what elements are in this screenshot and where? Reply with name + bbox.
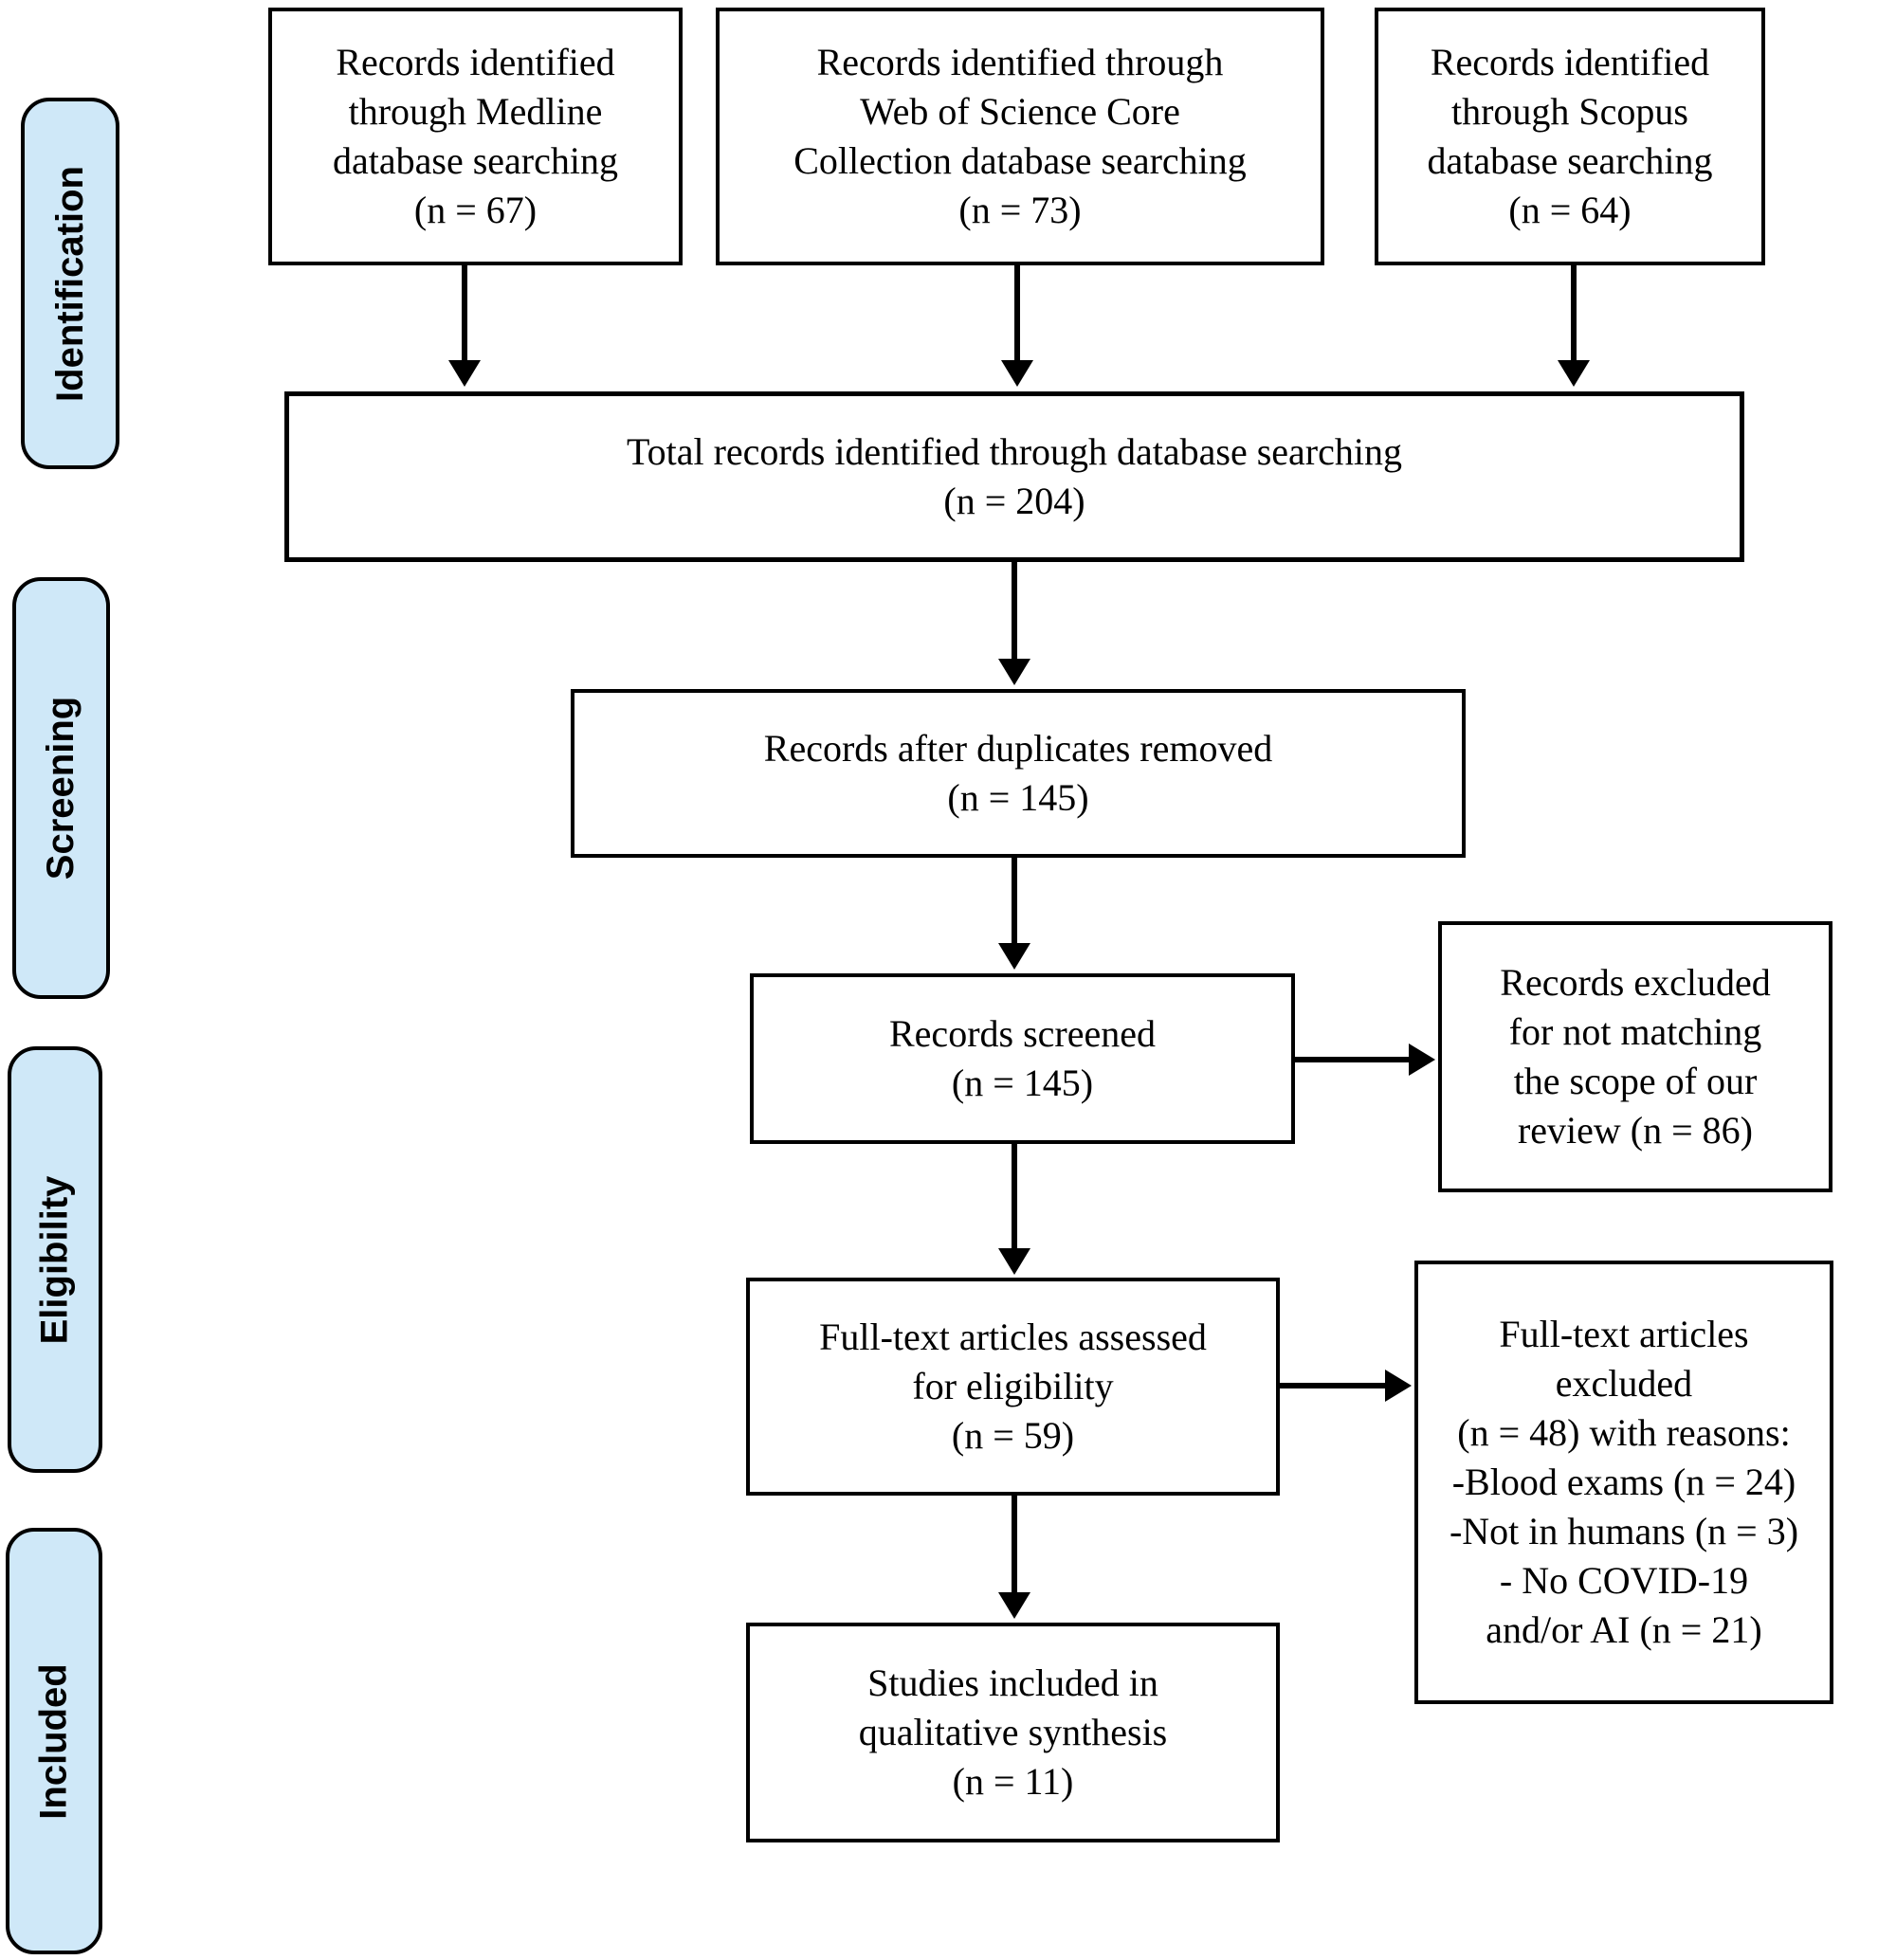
box-fulltext-excluded: Full-text articles excluded (n = 48) wit…	[1414, 1261, 1833, 1704]
arrow-screened-to-excluded	[1295, 1044, 1435, 1076]
stage-identification: Identification	[21, 98, 119, 469]
box-records-screened: Records screened (n = 145)	[750, 973, 1295, 1144]
arrow-fulltext-to-excluded	[1280, 1370, 1412, 1402]
arrow-head	[998, 943, 1030, 970]
stage-included: Included	[6, 1528, 102, 1954]
arrow-head	[998, 1248, 1030, 1275]
arrow-shaft	[1012, 858, 1017, 945]
box-after-duplicates: Records after duplicates removed (n = 14…	[571, 689, 1466, 858]
arrow-head	[1001, 360, 1033, 387]
arrow-web-of-science-to-total	[1001, 265, 1033, 387]
arrow-screened-to-fulltext	[998, 1144, 1030, 1275]
arrow-head	[448, 360, 481, 387]
arrow-total-to-duplicates	[998, 562, 1030, 685]
box-total-records: Total records identified through databas…	[284, 391, 1744, 562]
arrow-head	[1385, 1370, 1412, 1402]
box-records-excluded-screening: Records excluded for not matching the sc…	[1438, 921, 1832, 1192]
arrow-shaft	[1012, 1144, 1017, 1250]
box-medline-records: Records identified through Medline datab…	[268, 8, 683, 265]
arrow-head	[998, 659, 1030, 685]
box-scopus-records: Records identified through Scopus databa…	[1375, 8, 1765, 265]
arrow-head	[998, 1592, 1030, 1619]
arrow-scopus-to-total	[1558, 265, 1590, 387]
stage-included-label: Included	[32, 1662, 75, 1820]
arrow-shaft	[462, 265, 467, 362]
arrow-shaft	[1012, 562, 1017, 661]
arrow-medline-to-total	[448, 265, 481, 387]
stage-screening: Screening	[12, 577, 110, 999]
stage-screening-label: Screening	[40, 696, 82, 880]
arrow-head	[1558, 360, 1590, 387]
arrow-shaft	[1295, 1057, 1411, 1062]
box-web-of-science-records: Records identified through Web of Scienc…	[716, 8, 1324, 265]
arrow-head	[1409, 1044, 1435, 1076]
arrow-shaft	[1012, 1496, 1017, 1594]
arrow-shaft	[1280, 1383, 1387, 1388]
stage-eligibility-label: Eligibility	[33, 1175, 76, 1344]
stage-identification-label: Identification	[48, 165, 91, 402]
box-fulltext-assessed: Full-text articles assessed for eligibil…	[746, 1278, 1280, 1496]
arrow-shaft	[1014, 265, 1020, 362]
arrow-duplicates-to-screened	[998, 858, 1030, 970]
stage-eligibility: Eligibility	[8, 1046, 102, 1473]
arrow-fulltext-to-included	[998, 1496, 1030, 1619]
arrow-shaft	[1571, 265, 1577, 362]
box-studies-included: Studies included in qualitative synthesi…	[746, 1623, 1280, 1842]
